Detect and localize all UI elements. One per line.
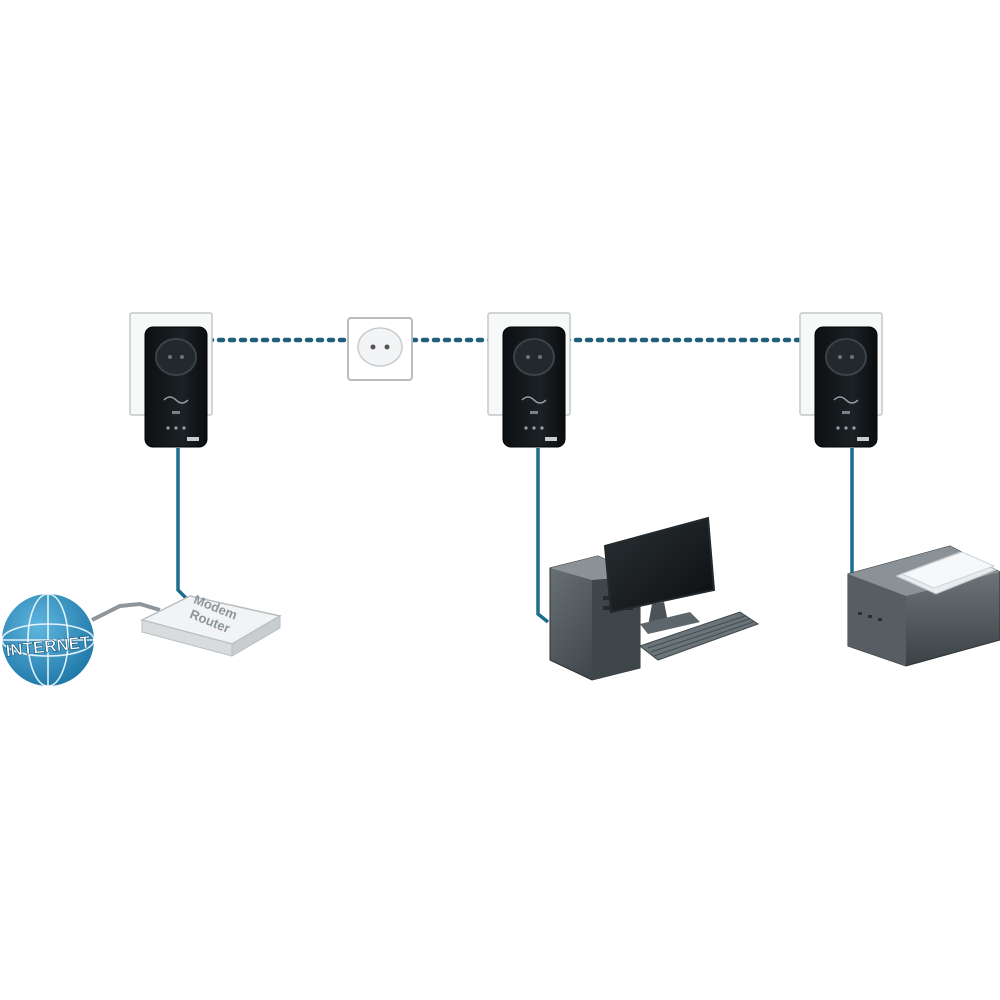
cable-computer [536,448,550,624]
powerline-adapter-icon [799,312,883,448]
printer-icon [847,545,1000,667]
wall-socket-icon [347,317,413,381]
cable-router [176,448,201,608]
powerline-adapter-icon [129,312,213,448]
router-icon: Modem Router [139,592,283,657]
cable-internet [91,601,161,622]
globe-icon: INTERNET [1,593,95,687]
powerline-adapter-icon [487,312,571,448]
desktop-computer-icon [549,516,760,681]
